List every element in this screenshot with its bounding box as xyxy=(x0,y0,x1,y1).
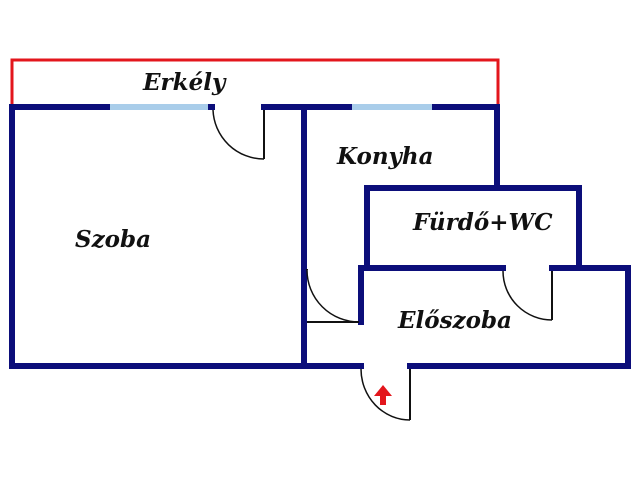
door-balcony xyxy=(212,109,265,160)
door-entrance xyxy=(360,368,411,421)
label-balcony: Erkély xyxy=(142,69,227,96)
label-hall: Előszoba xyxy=(397,307,512,334)
walls xyxy=(9,104,631,369)
up-arrow-icon xyxy=(374,385,392,405)
balcony-outline xyxy=(10,58,500,104)
door-kitchen-hall xyxy=(306,269,360,323)
door-bathroom xyxy=(502,270,553,321)
label-kitchen: Konyha xyxy=(336,143,434,170)
label-room: Szoba xyxy=(75,226,151,253)
label-bathroom: Fürdő+WC xyxy=(412,209,553,236)
